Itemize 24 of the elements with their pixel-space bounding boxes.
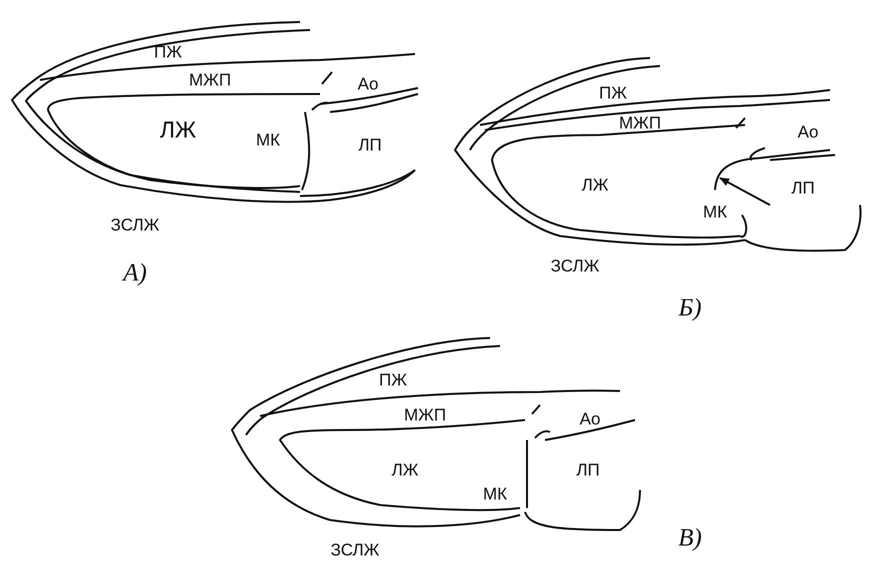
part-label: МК: [482, 486, 508, 502]
part-label: МЖП: [618, 114, 662, 132]
part-label: МК: [702, 204, 728, 220]
part-label: МК: [256, 132, 280, 148]
part-label: МЖП: [188, 72, 232, 88]
part-label: ЗСЛЖ: [110, 216, 160, 234]
part-label: ЛП: [358, 136, 382, 154]
part-label: ЗСЛЖ: [550, 258, 600, 274]
panel-label: А): [123, 260, 147, 286]
panel-label: Б): [678, 296, 702, 320]
part-label: МЖП: [404, 406, 446, 424]
part-label: ЛП: [576, 462, 600, 478]
part-label: ЛП: [791, 180, 815, 196]
part-label: Ао: [358, 76, 378, 92]
part-label: ПЖ: [599, 84, 627, 102]
part-label: ЛЖ: [392, 462, 418, 478]
part-label: ПЖ: [379, 372, 407, 388]
panel-label: В): [678, 526, 702, 550]
part-label: Ао: [798, 124, 818, 140]
part-label: ЗСЛЖ: [330, 542, 380, 558]
part-label: Ао: [580, 410, 600, 428]
part-label: ЛЖ: [160, 118, 196, 142]
part-label: ЛЖ: [582, 176, 608, 194]
part-label: ПЖ: [154, 44, 182, 60]
